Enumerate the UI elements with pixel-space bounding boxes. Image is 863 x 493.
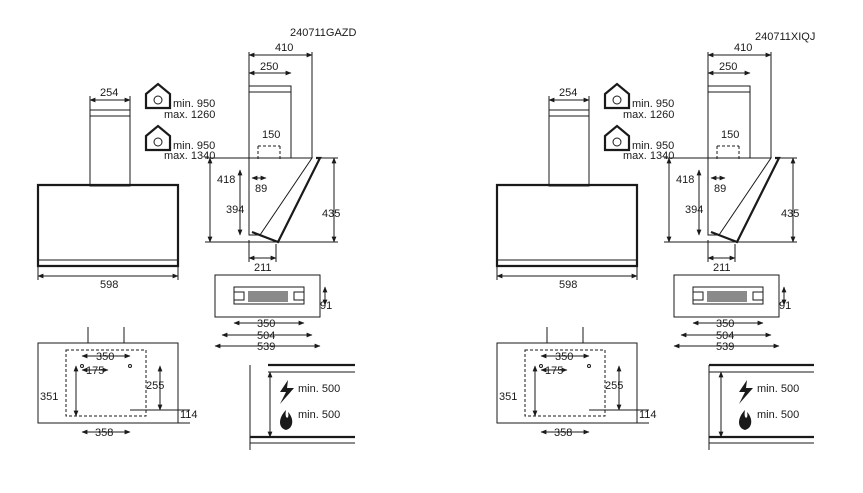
label-435: 435 xyxy=(781,208,799,220)
label-539: 539 xyxy=(716,341,734,353)
label-211: 211 xyxy=(713,262,731,274)
house-fan-icon xyxy=(144,82,172,110)
wall-mounting-view: 350 175 255 351 114 358 xyxy=(37,327,198,439)
label-435: 435 xyxy=(322,208,340,220)
flame-icon xyxy=(739,410,752,430)
min-electric: min. 500 xyxy=(298,383,340,395)
label-350b: 350 xyxy=(257,318,275,330)
label-150: 150 xyxy=(721,129,739,141)
chimney-front xyxy=(89,109,131,187)
hood-body-front xyxy=(36,183,180,268)
label-254: 254 xyxy=(559,87,577,99)
front-view: 254 598 xyxy=(36,87,180,291)
label-358: 358 xyxy=(95,427,113,439)
model-number: 240711GAZD xyxy=(290,27,357,39)
recirc-max: max. 1260 xyxy=(623,109,674,121)
side-view: 410 250 150 89 418 394 435 211 xyxy=(205,42,340,274)
label-394: 394 xyxy=(685,204,703,216)
dimension-panel-right: 240711XIQJ 254 598 min. 950 max. 1260 mi… xyxy=(495,31,815,450)
house-fan-icon xyxy=(603,82,631,110)
chimney-side xyxy=(248,85,292,159)
label-250: 250 xyxy=(719,61,737,73)
label-358: 358 xyxy=(554,427,572,439)
label-418: 418 xyxy=(676,174,694,186)
extract-max: max. 1340 xyxy=(164,150,215,162)
side-view: 410 250 150 89 418 394 435 211 xyxy=(664,42,799,274)
outlet-arrow-icon xyxy=(603,124,631,152)
bottom-view: 91 350 504 539 xyxy=(214,274,332,353)
label-410: 410 xyxy=(734,42,752,54)
clearance-view: min. 500 min. 500 xyxy=(249,363,355,450)
label-418: 418 xyxy=(217,174,235,186)
label-114: 114 xyxy=(639,409,657,421)
clearance-view: min. 500 min. 500 xyxy=(708,363,814,450)
lightning-icon xyxy=(280,380,294,404)
label-255: 255 xyxy=(146,380,164,392)
extract-max: max. 1340 xyxy=(623,150,674,162)
label-254: 254 xyxy=(100,87,118,99)
front-view: 254 598 xyxy=(495,87,639,291)
label-wall-350: 350 xyxy=(96,351,114,363)
label-598: 598 xyxy=(100,279,118,291)
label-255: 255 xyxy=(605,380,623,392)
wall-mounting-view: 350 175 255 351 114 358 xyxy=(496,327,657,439)
label-89: 89 xyxy=(714,183,726,195)
label-504: 504 xyxy=(257,330,275,342)
label-175: 175 xyxy=(86,365,104,377)
label-211: 211 xyxy=(254,262,272,274)
outlet-arrow-icon xyxy=(144,124,172,152)
label-598: 598 xyxy=(559,279,577,291)
min-gas: min. 500 xyxy=(757,409,799,421)
hood-body-side xyxy=(248,157,313,236)
label-350b: 350 xyxy=(716,318,734,330)
label-351: 351 xyxy=(499,391,517,403)
lightning-icon xyxy=(739,380,753,404)
extract-min: min. 950 xyxy=(173,140,215,152)
min-gas: min. 500 xyxy=(298,409,340,421)
flame-icon xyxy=(280,410,293,430)
label-410: 410 xyxy=(275,42,293,54)
dimension-panel-left: 240711GAZD 254 598 min. 950 max. 1260 mi… xyxy=(36,27,357,450)
label-175: 175 xyxy=(545,365,563,377)
recirc-min: min. 950 xyxy=(173,98,215,110)
label-91: 91 xyxy=(320,300,332,312)
label-wall-350: 350 xyxy=(555,351,573,363)
label-351: 351 xyxy=(40,391,58,403)
model-number: 240711XIQJ xyxy=(755,31,815,43)
label-394: 394 xyxy=(226,204,244,216)
label-504: 504 xyxy=(716,330,734,342)
recirc-max: max. 1260 xyxy=(164,109,215,121)
bottom-view: 91 350 504 539 xyxy=(673,274,791,353)
label-250: 250 xyxy=(260,61,278,73)
label-89: 89 xyxy=(255,183,267,195)
label-91: 91 xyxy=(779,300,791,312)
extract-min: min. 950 xyxy=(632,140,674,152)
min-electric: min. 500 xyxy=(757,383,799,395)
label-114: 114 xyxy=(180,409,198,421)
label-150: 150 xyxy=(262,129,280,141)
recirc-min: min. 950 xyxy=(632,98,674,110)
label-539: 539 xyxy=(257,341,275,353)
